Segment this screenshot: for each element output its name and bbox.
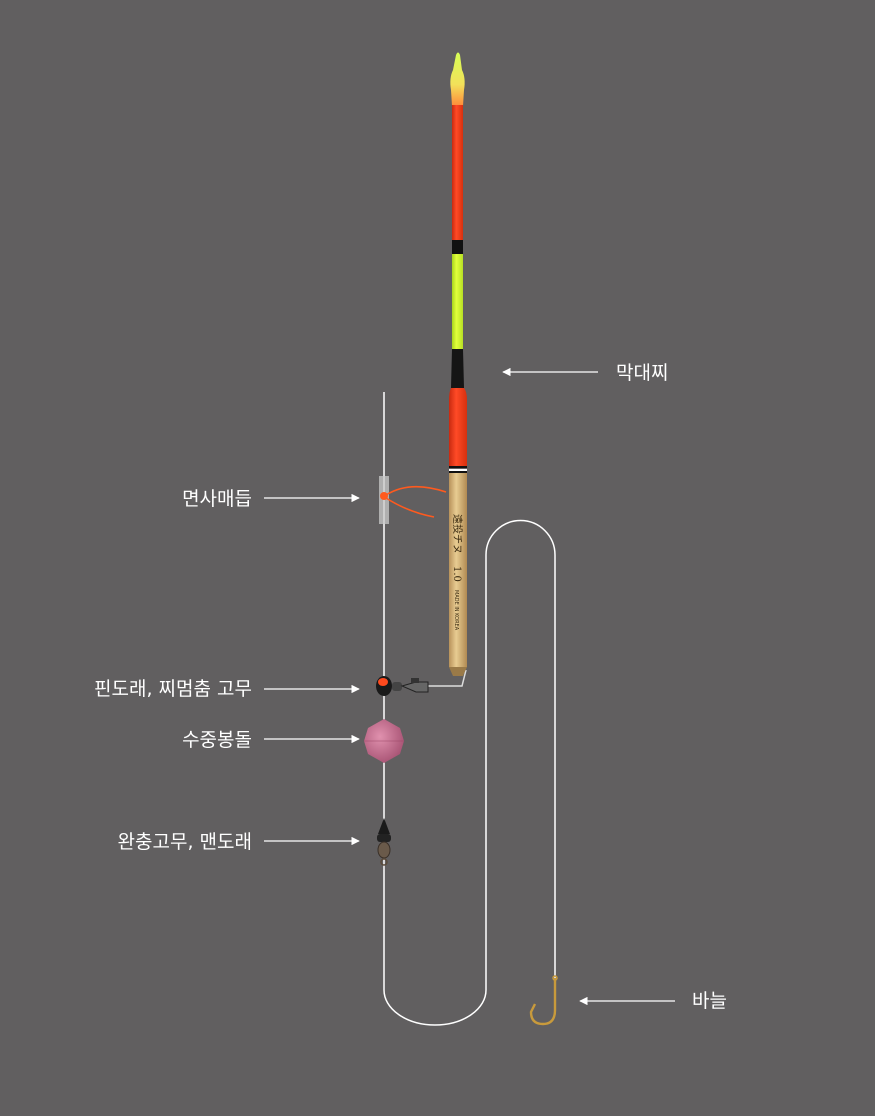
float-brand-text: 遠投チヌ [451, 514, 464, 554]
fishing-line [383, 392, 556, 1026]
float-leader [420, 669, 467, 687]
label-cushion-swivel: 완충고무, 맨도래 [117, 831, 252, 853]
myeonsa-knot [379, 476, 447, 524]
stick-float [449, 52, 467, 676]
label-myeonsa-knot: 면사매듭 [182, 488, 252, 510]
label-hook: 바늘 [692, 990, 727, 1012]
float-origin-text: MADE IN KOREA [453, 590, 459, 631]
label-float: 막대찌 [616, 362, 669, 384]
float-size-text: 1.0 [451, 566, 462, 582]
cushion-swivel [377, 818, 391, 866]
underwater-sinker [364, 719, 404, 763]
pin-swivel [376, 676, 429, 696]
label-sinker: 수중봉돌 [182, 729, 252, 751]
fish-hook [529, 978, 557, 1026]
label-pin-swivel: 핀도래, 찌멈춤 고무 [94, 678, 252, 700]
